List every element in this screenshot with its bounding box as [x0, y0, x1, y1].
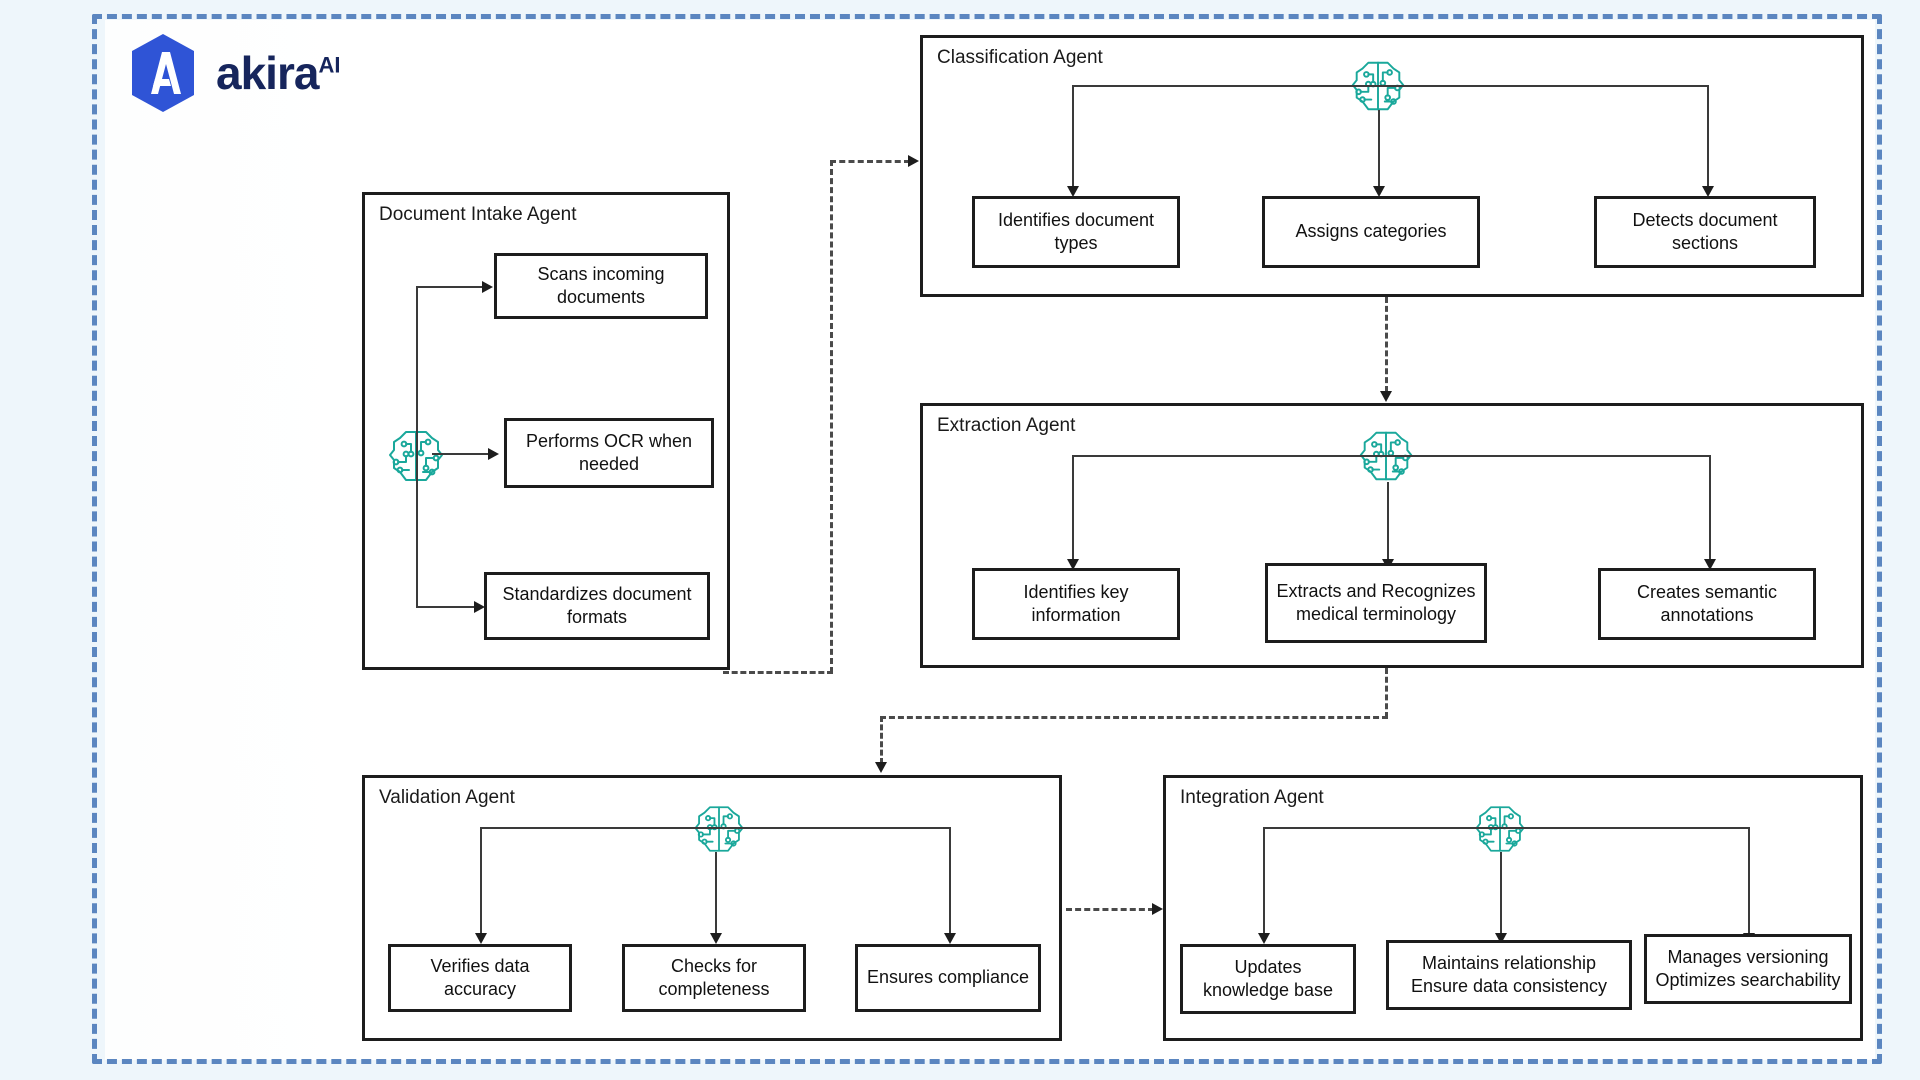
flow-intake-to-classification-segment-vertical: [830, 160, 833, 673]
connector-drop-extraction-2: [1387, 482, 1389, 561]
connector-branch-intake-2: [432, 453, 490, 455]
flow-extraction-to-validation-segment-left: [880, 716, 1388, 719]
connector-drop-validation-3: [949, 827, 951, 935]
node-maintains-relationship[interactable]: Maintains relationship Ensure data consi…: [1386, 940, 1632, 1010]
agent-title-document-intake: Document Intake Agent: [379, 204, 577, 225]
connector-bus-extraction: [1072, 455, 1710, 457]
node-performs-ocr[interactable]: Performs OCR when needed: [504, 418, 714, 488]
arrow-down-extraction-3: [1704, 559, 1716, 570]
arrow-down-extraction-1: [1067, 559, 1079, 570]
flow-extraction-to-validation-segment-drop: [880, 716, 883, 764]
node-updates-knowledge-base[interactable]: Updates knowledge base: [1180, 944, 1356, 1014]
node-identifies-document-types[interactable]: Identifies document types: [972, 196, 1180, 268]
node-standardizes-formats[interactable]: Standardizes document formats: [484, 572, 710, 640]
node-label: Manages versioning Optimizes searchabili…: [1655, 946, 1841, 990]
node-label: Maintains relationship Ensure data consi…: [1410, 952, 1608, 996]
node-extracts-medical-terminology[interactable]: Extracts and Recognizes medical terminol…: [1265, 563, 1487, 643]
connector-bus-classification: [1072, 85, 1708, 87]
node-label: Creates semantic annotations: [1636, 581, 1778, 625]
node-label: Identifies key information: [1023, 581, 1129, 625]
connector-drop-integration-2: [1500, 852, 1502, 935]
connector-drop-validation-2: [715, 852, 717, 935]
node-checks-for-completeness[interactable]: Checks for completeness: [622, 944, 806, 1012]
brand-superscript: AI: [318, 52, 341, 78]
arrow-down-classification-to-extraction: [1380, 391, 1392, 402]
arrow-down-validation-3: [944, 933, 956, 944]
connector-drop-validation-1: [480, 827, 482, 935]
node-label: Ensures compliance: [866, 967, 1030, 988]
brand-wordmark: akiraAI: [216, 50, 340, 96]
node-detects-document-sections[interactable]: Detects document sections: [1594, 196, 1816, 268]
node-label: Detects document sections: [1632, 209, 1778, 253]
brain-circuit-icon-integration: [1471, 800, 1529, 858]
flow-validation-to-integration: [1066, 908, 1154, 911]
connector-trunk-document-intake: [416, 286, 418, 606]
node-label: Standardizes document formats: [502, 583, 692, 627]
connector-drop-classification-3: [1707, 85, 1709, 188]
node-assigns-categories[interactable]: Assigns categories: [1262, 196, 1480, 268]
brand-logo: akiraAI: [124, 32, 340, 114]
arrow-right-intake-1: [482, 281, 493, 293]
connector-drop-integration-3: [1748, 827, 1750, 935]
node-label: Scans incoming documents: [537, 263, 665, 307]
node-ensures-compliance[interactable]: Ensures compliance: [855, 944, 1041, 1012]
arrow-right-intake-2: [488, 448, 499, 460]
agent-title-classification: Classification Agent: [937, 47, 1103, 68]
arrow-down-integration-1: [1258, 933, 1270, 944]
flow-extraction-to-validation-segment-down: [1385, 668, 1388, 718]
akira-hexagon-logo-icon: [132, 34, 194, 112]
connector-drop-extraction-1: [1072, 455, 1074, 561]
connector-drop-classification-1: [1072, 85, 1074, 188]
arrow-down-extraction-to-validation: [875, 762, 887, 773]
arrow-down-classification-1: [1067, 186, 1079, 197]
flow-intake-to-classification-segment-top: [830, 160, 910, 163]
node-label: Performs OCR when needed: [525, 430, 693, 474]
flow-classification-to-extraction: [1385, 297, 1388, 392]
node-scans-incoming-documents[interactable]: Scans incoming documents: [494, 253, 708, 319]
brain-circuit-icon-validation: [690, 800, 748, 858]
outer-dashed-frame: [92, 14, 1882, 1064]
node-verifies-data-accuracy[interactable]: Verifies data accuracy: [388, 944, 572, 1012]
node-creates-semantic-annotations[interactable]: Creates semantic annotations: [1598, 568, 1816, 640]
agent-title-validation: Validation Agent: [379, 787, 515, 808]
flow-intake-to-classification-segment-bottom: [723, 671, 833, 674]
node-label: Extracts and Recognizes medical terminol…: [1276, 580, 1476, 624]
node-label: Identifies document types: [997, 209, 1155, 253]
arrow-down-classification-3: [1702, 186, 1714, 197]
node-label: Verifies data accuracy: [430, 955, 530, 999]
connector-drop-integration-1: [1263, 827, 1265, 935]
arrow-down-classification-2: [1373, 186, 1385, 197]
node-identifies-key-information[interactable]: Identifies key information: [972, 568, 1180, 640]
arrow-right-validation-to-integration: [1152, 903, 1163, 915]
node-label: Assigns categories: [1295, 221, 1447, 242]
connector-drop-classification-2: [1378, 110, 1380, 188]
agent-title-extraction: Extraction Agent: [937, 415, 1076, 436]
arrow-down-validation-2: [710, 933, 722, 944]
node-label: Updates knowledge base: [1202, 956, 1334, 1000]
connector-drop-extraction-3: [1709, 455, 1711, 561]
arrow-right-intake-3: [474, 601, 485, 613]
node-manages-versioning[interactable]: Manages versioning Optimizes searchabili…: [1644, 934, 1852, 1004]
arrow-down-integration-2: [1495, 933, 1507, 944]
arrow-down-validation-1: [475, 933, 487, 944]
agent-title-integration: Integration Agent: [1180, 787, 1324, 808]
node-label: Checks for completeness: [658, 955, 770, 999]
connector-branch-intake-1: [416, 286, 484, 288]
connector-branch-intake-3: [416, 606, 476, 608]
connector-bus-validation: [480, 827, 950, 829]
brand-name: akira: [216, 47, 319, 99]
arrow-right-intake-to-classification: [908, 155, 919, 167]
connector-bus-integration: [1263, 827, 1749, 829]
